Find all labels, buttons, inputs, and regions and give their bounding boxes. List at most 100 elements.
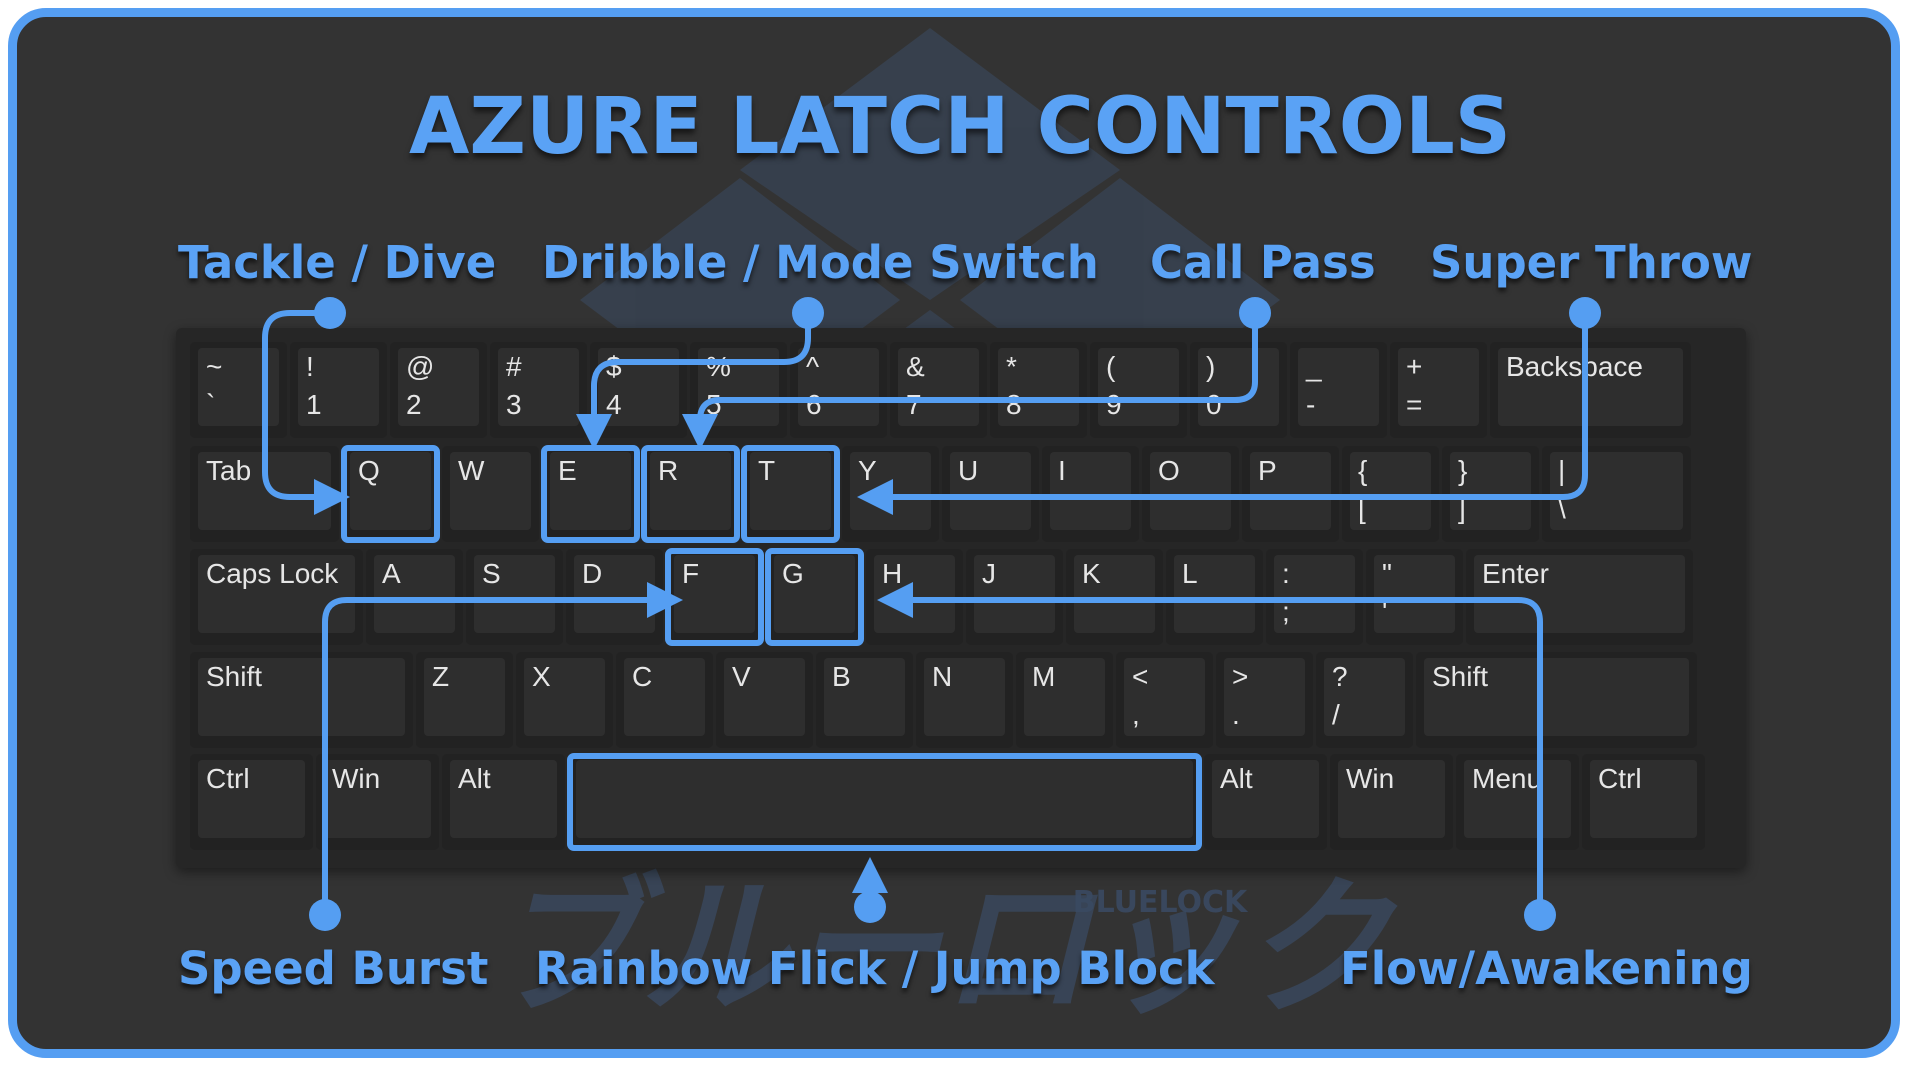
key-cap: [674, 555, 755, 633]
key-s: S: [466, 549, 563, 645]
key-ctrl: Ctrl: [1582, 754, 1705, 850]
key-cap: [198, 555, 355, 633]
key-label: A: [382, 558, 401, 589]
dot-super-throw: [1569, 297, 1601, 329]
key-sublabel: 3: [506, 389, 522, 420]
key-tab: Tab: [190, 446, 339, 542]
key-label: I: [1058, 455, 1066, 486]
key-label: !: [306, 351, 314, 382]
key-sublabel: 5: [706, 389, 722, 420]
key-key-0-12: +=: [1390, 342, 1487, 438]
key-label: $: [606, 351, 622, 382]
key-label: Y: [858, 455, 877, 486]
key-cap: [1250, 452, 1331, 530]
key-cap: [576, 760, 1193, 838]
key-win: Win: [1330, 754, 1453, 850]
key-label: B: [832, 661, 851, 692]
key-cap: [498, 348, 579, 426]
key-highlight: [567, 753, 1202, 851]
key-cap: [1424, 658, 1689, 736]
watermark-katakana: ブルーロック: [490, 862, 1398, 1036]
key-sublabel: ,: [1132, 699, 1140, 730]
key-alt: Alt: [442, 754, 565, 850]
key-cap: [950, 452, 1031, 530]
key-f: F: [665, 548, 764, 646]
key-alt: Alt: [1204, 754, 1327, 850]
key-cap: [998, 348, 1079, 426]
watermark-block-top: [740, 28, 1120, 300]
key-cap: [1464, 760, 1571, 838]
key-cap: [350, 452, 431, 530]
key-sublabel: 6: [806, 389, 822, 420]
key-label: Alt: [458, 763, 491, 794]
dot-call-pass: [1239, 297, 1271, 329]
key-cap: [474, 555, 555, 633]
watermark-latin: BLUELOCK: [1073, 885, 1249, 920]
key-w: W: [442, 446, 539, 542]
key-label: Z: [432, 661, 449, 692]
callout-flow-awakening: Flow/Awakening: [1340, 942, 1753, 995]
key-label: (: [1106, 351, 1116, 382]
key-label: U: [958, 455, 978, 486]
key-label: W: [458, 455, 485, 486]
key-sublabel: 7: [906, 389, 922, 420]
key-cap: [198, 760, 305, 838]
key-cap: [724, 658, 805, 736]
key-label: %: [706, 351, 731, 382]
key-cap: [1124, 658, 1205, 736]
dot-flow: [1524, 899, 1556, 931]
key-label: H: [882, 558, 902, 589]
key-cap: [198, 348, 279, 426]
key-key-0-7: &7: [890, 342, 987, 438]
key-cap: [1074, 555, 1155, 633]
key-label: L: [1182, 558, 1198, 589]
key-label: Win: [332, 763, 380, 794]
key-key-3-8: <,: [1116, 652, 1213, 748]
key-c: C: [616, 652, 713, 748]
key-label: #: [506, 351, 522, 382]
key-x: X: [516, 652, 613, 748]
key-cap: [574, 555, 655, 633]
key-cap: [774, 555, 855, 633]
key-cap: [1324, 658, 1405, 736]
key-enter: Enter: [1466, 549, 1693, 645]
key-cap: [798, 348, 879, 426]
key-cap: [1298, 348, 1379, 426]
key-key-0-9: (9: [1090, 342, 1187, 438]
callout-rainbow-flick: Rainbow Flick / Jump Block: [535, 942, 1215, 995]
key-label: Menu: [1472, 763, 1542, 794]
key-sublabel: .: [1232, 699, 1240, 730]
key-label: {: [1358, 455, 1367, 486]
key-sublabel: -: [1306, 389, 1315, 420]
connector-dribble: [576, 310, 811, 450]
key-cap: [524, 658, 605, 736]
key-cap: [1474, 555, 1685, 633]
key-shift: Shift: [190, 652, 413, 748]
key-key-0-4: $4: [590, 342, 687, 438]
key-label: Enter: [1482, 558, 1549, 589]
key-label: Ctrl: [206, 763, 250, 794]
key-label: Ctrl: [1598, 763, 1642, 794]
key-cap: [1212, 760, 1319, 838]
key-key-0-8: *8: [990, 342, 1087, 438]
key-cap: [750, 452, 831, 530]
key-label: D: [582, 558, 602, 589]
key-label: P: [1258, 455, 1277, 486]
dot-rainbow: [854, 891, 886, 923]
connector-super-throw: [857, 310, 1588, 515]
key-sublabel: =: [1406, 389, 1422, 420]
key-highlight: [741, 445, 840, 543]
key-highlight: [765, 548, 864, 646]
key-label: :: [1282, 558, 1290, 589]
connector-tackle: [262, 310, 350, 515]
key-label: ": [1382, 558, 1392, 589]
key-sublabel: ]: [1458, 493, 1466, 524]
key-label: M: [1032, 661, 1055, 692]
dot-tackle: [314, 297, 346, 329]
key-sublabel: 0: [1206, 389, 1222, 420]
key-cap: [298, 348, 379, 426]
key-label: Q: [358, 455, 380, 486]
key-label: Win: [1346, 763, 1394, 794]
key-cap: [450, 760, 557, 838]
